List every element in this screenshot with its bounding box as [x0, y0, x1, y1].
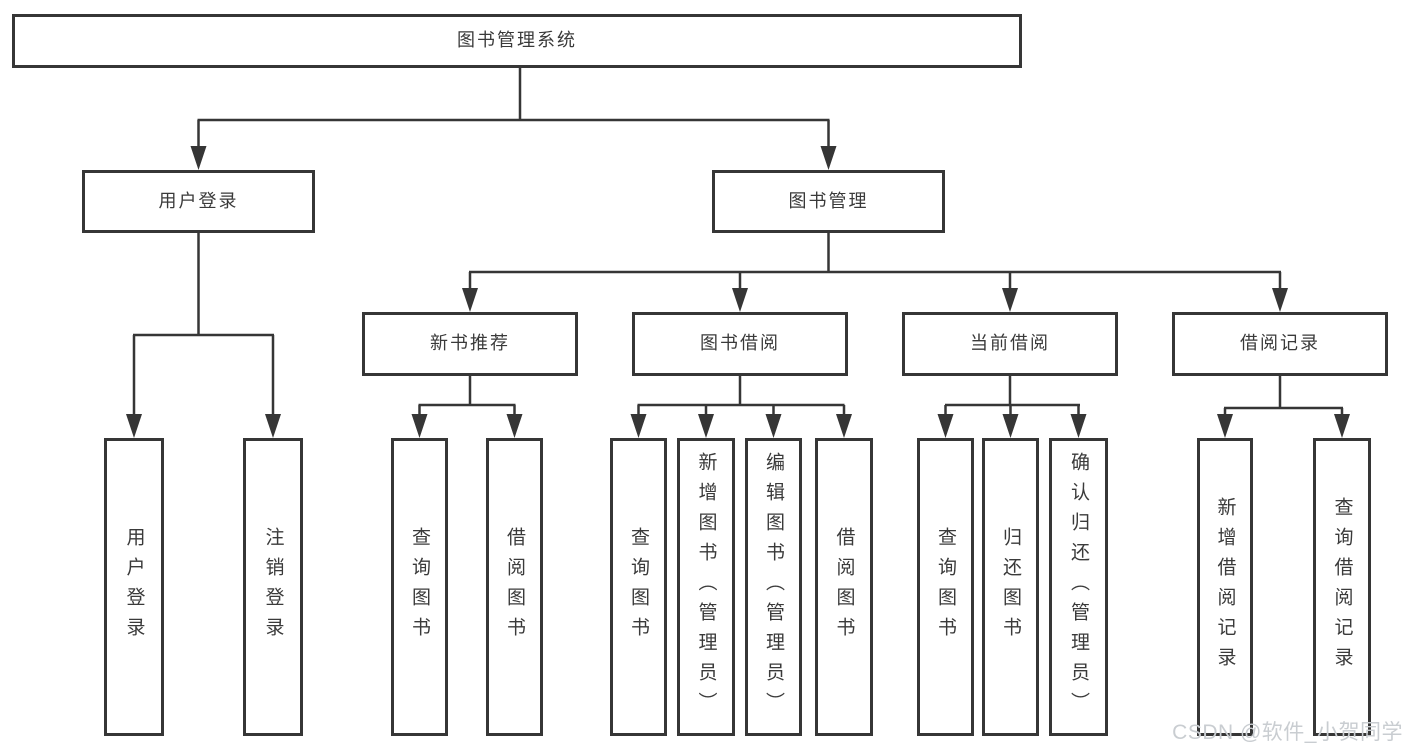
arrowhead-icon — [126, 146, 1350, 438]
node-book-management: 图书管理 — [712, 170, 945, 233]
leaf-query-books-borrow: 查询图书 — [610, 438, 667, 736]
node-current-borrowing: 当前借阅 — [902, 312, 1118, 376]
leaf-user-login: 用户登录 — [104, 438, 164, 736]
leaf-query-borrow-record: 查询借阅记录 — [1313, 438, 1371, 736]
leaf-borrow-books: 借阅图书 — [815, 438, 873, 736]
leaf-return-books: 归还图书 — [982, 438, 1039, 736]
node-user-login: 用户登录 — [82, 170, 315, 233]
node-book-borrowing: 图书借阅 — [632, 312, 848, 376]
node-new-book-recommendation: 新书推荐 — [362, 312, 578, 376]
node-library-system: 图书管理系统 — [12, 14, 1022, 68]
leaf-logout: 注销登录 — [243, 438, 303, 736]
leaf-query-books-current: 查询图书 — [917, 438, 974, 736]
leaf-query-books-recommend: 查询图书 — [391, 438, 448, 736]
leaf-edit-books-admin: 编辑图书（管理员） — [745, 438, 802, 736]
csdn-watermark: CSDN @软件_小贺同学 — [1172, 721, 1403, 744]
leaf-add-borrow-record: 新增借阅记录 — [1197, 438, 1253, 736]
node-borrowing-records: 借阅记录 — [1172, 312, 1388, 376]
leaf-confirm-return-admin: 确认归还（管理员） — [1049, 438, 1108, 736]
leaf-add-books-admin: 新增图书（管理员） — [677, 438, 735, 736]
tree-edges — [132, 66, 1344, 422]
leaf-borrow-books-recommend: 借阅图书 — [486, 438, 543, 736]
